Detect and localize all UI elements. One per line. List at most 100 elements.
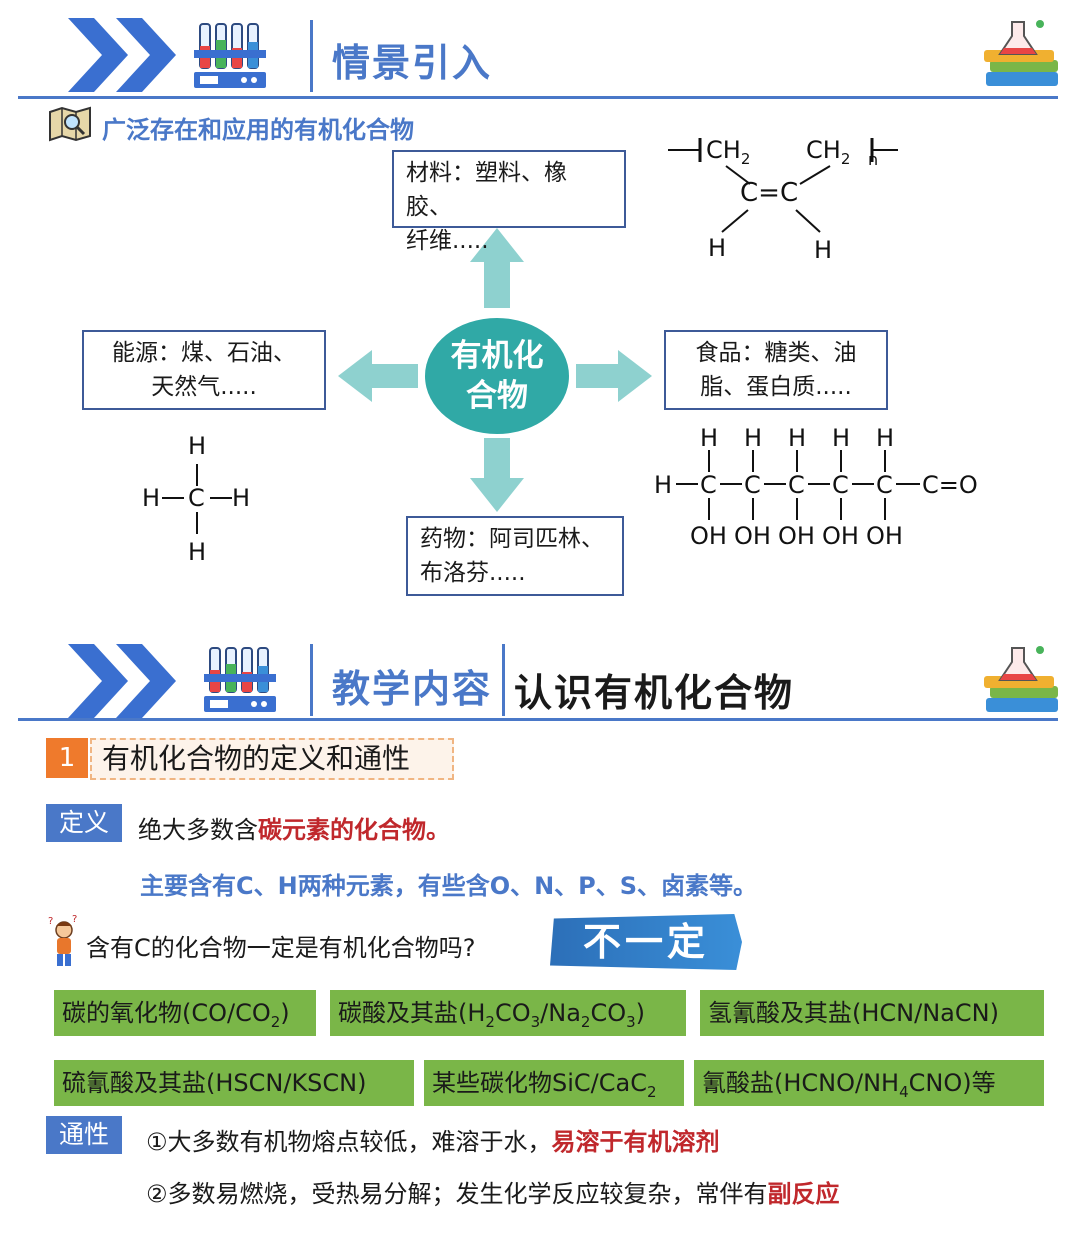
- exception-carbonic-acid: 碳酸及其盐(H2CO3/Na2CO3): [330, 990, 686, 1036]
- arrow-up-icon: [470, 228, 524, 308]
- materials-line1: 材料：塑料、橡胶、: [406, 160, 567, 220]
- rubber-h-right: H: [814, 236, 833, 264]
- center-line2: 合物: [466, 378, 528, 414]
- methane-h-top: H: [188, 432, 207, 460]
- box-food: 食品：糖类、油 脂、蛋白质.....: [664, 330, 888, 410]
- e1-b: ): [280, 999, 290, 1027]
- box-materials: 材料：塑料、橡胶、 纤维.....: [392, 150, 626, 254]
- general-line2: ②多数易燃烧，受热易分解；发生化学反应较复杂，常伴有副反应: [146, 1174, 840, 1209]
- methane-h-right: H: [232, 484, 251, 512]
- question-text: 含有C的化合物一定是有机化合物吗?: [86, 934, 476, 962]
- general-line1-highlight: 易溶于有机溶剂: [551, 1128, 720, 1156]
- books-flask-icon: [984, 646, 1058, 712]
- e1-a: 碳的氧化物(CO/CO: [62, 999, 271, 1027]
- section-number-badge: 1: [46, 738, 88, 778]
- section1-subtitle: 广泛存在和应用的有机化合物: [102, 116, 414, 144]
- exception-cyanates: 氰酸盐(HCNO/NH4CNO)等: [694, 1060, 1044, 1106]
- glucose-oh-1: OH: [690, 522, 727, 550]
- e2-s1: 2: [485, 1012, 495, 1031]
- ch2-right-text: CH: [806, 136, 841, 164]
- rubber-bonds: [668, 138, 898, 233]
- rubber-ch2-right: CH2: [806, 136, 850, 168]
- glucose-oh-2: OH: [734, 522, 771, 550]
- e2-s3: 2: [580, 1012, 591, 1031]
- methane-c: C: [188, 484, 205, 512]
- medicine-line1: 药物：阿司匹林、: [420, 526, 604, 552]
- glucose-c-4: C: [832, 471, 849, 499]
- methane-h-left: H: [142, 484, 161, 512]
- section2-divider: [18, 718, 1058, 721]
- general-line1: ①大多数有机物熔点较低，难溶于水，易溶于有机溶剂: [146, 1122, 720, 1157]
- arrow-left-icon: [338, 350, 418, 402]
- glucose-oh-5: OH: [866, 522, 903, 550]
- e1-sub: 2: [270, 1012, 281, 1031]
- glucose-h-5: H: [876, 424, 895, 452]
- exception-carbides: 某些碳化物SiC/CaC2: [424, 1060, 684, 1106]
- section2-title: 教学内容: [332, 667, 493, 711]
- glucose-c-1: C: [700, 471, 717, 499]
- center-organic-compound: 有机化 合物: [425, 318, 569, 434]
- materials-line2: 纤维.....: [406, 228, 489, 254]
- section1-title: 情景引入: [332, 41, 493, 85]
- medicine-line2: 布洛芬.....: [420, 560, 526, 586]
- glucose-c-5: C: [876, 471, 893, 499]
- glucose-h-1: H: [700, 424, 719, 452]
- methane-bonds: [162, 464, 232, 534]
- ch2-right-sub: 2: [840, 149, 851, 168]
- e2-b: CO: [494, 999, 531, 1027]
- arrow-right-icon: [576, 350, 652, 402]
- definition-line1-highlight: 碳元素的化合物。: [258, 816, 450, 844]
- food-line2: 脂、蛋白质.....: [700, 374, 852, 400]
- rubber-h-left: H: [708, 234, 727, 262]
- header-separator: [310, 20, 313, 92]
- map-magnifier-icon: [49, 106, 91, 142]
- svg-text:?: ?: [48, 916, 53, 927]
- exception-hydrocyanic-acid: 氢氰酸及其盐(HCN/NaCN): [700, 990, 1044, 1036]
- definition-line1: 绝大多数含碳元素的化合物。: [138, 810, 450, 845]
- test-tube-rack-icon: [204, 647, 276, 712]
- glucose-h-4: H: [832, 424, 851, 452]
- methane-h-bottom: H: [188, 538, 207, 566]
- box-medicine: 药物：阿司匹林、 布洛芬.....: [406, 516, 624, 596]
- glucose-c-2: C: [744, 471, 761, 499]
- definition-line2: 主要含有C、H两种元素，有些含O、N、P、S、卤素等。: [140, 872, 758, 900]
- double-chevron-icon: [68, 644, 176, 718]
- section1-divider: [18, 96, 1058, 99]
- exception-thiocyanic-acid: 硫氰酸及其盐(HSCN/KSCN): [54, 1060, 414, 1106]
- section2-subtitle: 认识有机化合物: [514, 671, 795, 715]
- e6-sub: 4: [899, 1082, 909, 1101]
- e2-s2: 3: [530, 1012, 541, 1031]
- double-chevron-icon: [68, 18, 176, 92]
- glucose-h-3: H: [788, 424, 807, 452]
- answer-banner: 不一定: [550, 914, 742, 970]
- e2-a: 碳酸及其盐(H: [338, 999, 486, 1027]
- e2-c: /Na: [540, 999, 581, 1027]
- e5-a: 某些碳化物SiC/CaC: [432, 1069, 647, 1097]
- arrow-down-icon: [470, 438, 524, 512]
- exception-carbon-oxides: 碳的氧化物(CO/CO2): [54, 990, 316, 1036]
- energy-line1: 能源：煤、石油、: [112, 340, 296, 366]
- thinking-person-icon: ? ?: [48, 914, 77, 966]
- glucose-h-2: H: [744, 424, 763, 452]
- header-separator: [310, 644, 313, 716]
- e6-a: 氰酸盐(HCNO/NH: [702, 1069, 900, 1097]
- ch2-left-text: CH: [706, 136, 741, 164]
- glucose-bonds: [676, 450, 920, 520]
- svg-text:?: ?: [72, 914, 77, 925]
- e2-e: ): [635, 999, 646, 1027]
- definition-line1-plain: 绝大多数含: [138, 816, 258, 844]
- glucose-h-left: H: [654, 471, 673, 499]
- test-tube-rack-icon: [194, 23, 266, 88]
- general-line2-highlight: 副反应: [767, 1180, 840, 1208]
- e2-d: CO: [590, 999, 627, 1027]
- glucose-oh-4: OH: [822, 522, 859, 550]
- general-line2-plain: ②多数易燃烧，受热易分解；发生化学反应较复杂，常伴有: [146, 1180, 768, 1208]
- e2-s4: 3: [626, 1012, 636, 1031]
- glucose-co: C=O: [922, 471, 978, 499]
- e5-sub: 2: [646, 1082, 657, 1101]
- books-flask-icon: [984, 20, 1058, 86]
- center-line1: 有机化: [450, 338, 544, 374]
- energy-line2: 天然气.....: [151, 374, 257, 400]
- ch2-left-sub: 2: [740, 149, 751, 168]
- glucose-c-3: C: [788, 471, 805, 499]
